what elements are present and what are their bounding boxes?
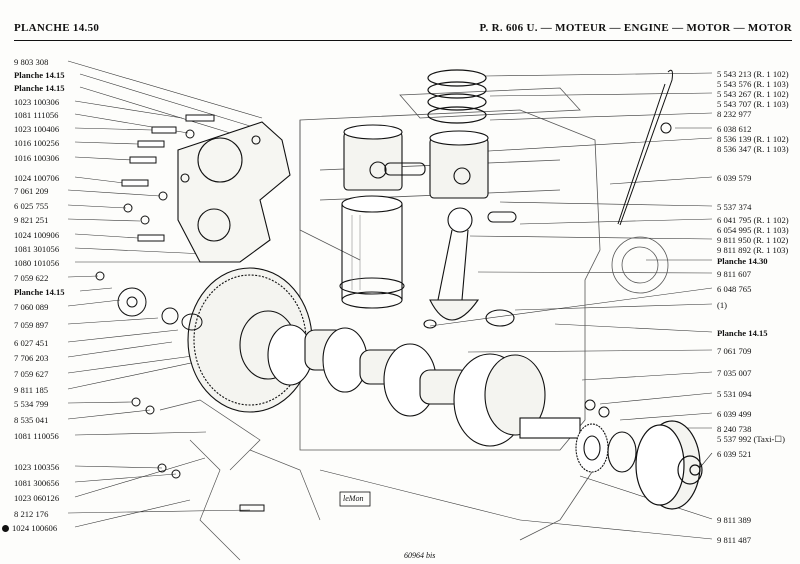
left-label: 1024 100706: [14, 173, 60, 183]
left-label: 5 534 799: [14, 399, 49, 409]
left-label: 6 025 755: [14, 201, 49, 211]
left-label: Planche 14.15: [14, 70, 65, 80]
crankshaft: [267, 324, 581, 447]
right-label: 5 543 707 (R. 1 103): [717, 99, 789, 109]
right-label: (1): [717, 300, 728, 310]
piston-rings: [427, 69, 487, 124]
crank-pulley: [635, 420, 703, 510]
left-label: Planche 14.15: [14, 83, 65, 93]
right-label: 8 536 347 (R. 1 103): [717, 144, 789, 154]
left-label: 7 060 089: [14, 302, 49, 312]
left-label: 1081 111056: [14, 110, 59, 120]
left-label: 1080 101056: [14, 258, 60, 268]
timing-gear: [575, 423, 637, 473]
right-label: 6 038 612: [717, 124, 752, 134]
right-label: 6 054 995 (R. 1 103): [717, 225, 789, 235]
bolts-upper: [121, 114, 215, 242]
dipstick: [617, 69, 673, 226]
right-label: 6 039 499: [717, 409, 752, 419]
right-label: 6 039 579: [717, 173, 752, 183]
cylinder-liner: [339, 195, 405, 309]
connecting-rod: [423, 207, 515, 329]
left-label: 7 061 209: [14, 186, 49, 196]
left-label: 1081 301056: [14, 244, 60, 254]
left-label: 6 027 451: [14, 338, 49, 348]
right-label: 5 537 374: [717, 202, 752, 212]
front-cover-plate: [177, 121, 291, 263]
pistons: [343, 124, 489, 199]
right-label: 9 811 892 (R. 1 103): [717, 245, 789, 255]
left-label: 8 535 041: [14, 415, 49, 425]
header-rule: [14, 40, 792, 41]
left-label: 1016 100256: [14, 138, 60, 148]
left-label: 7 059 622: [14, 273, 49, 283]
right-label: 7 035 007: [717, 368, 752, 378]
washers: [95, 122, 672, 512]
right-label: 8 232 977: [717, 109, 752, 119]
right-label: 9 811 950 (R. 1 102): [717, 235, 789, 245]
right-label: 9 811 607: [717, 269, 752, 279]
lower-sump: [159, 399, 321, 561]
right-label: 6 039 521: [717, 449, 752, 459]
left-label: 1081 300656: [14, 478, 60, 488]
left-label: 1081 110056: [14, 431, 59, 441]
right-label: 5 543 267 (R. 1 102): [717, 89, 789, 99]
right-label: 8 536 139 (R. 1 102): [717, 134, 789, 144]
right-label: 7 061 709: [717, 346, 752, 356]
right-label: 5 531 094: [717, 389, 752, 399]
left-label: 9 821 251: [14, 215, 49, 225]
right-label: 6 048 765: [717, 284, 752, 294]
right-label: 9 811 487: [717, 535, 752, 545]
right-label: 6 041 795 (R. 1 102): [717, 215, 789, 225]
left-label: 1024 100906: [14, 230, 60, 240]
right-label: 5 543 213 (R. 1 102): [717, 69, 789, 79]
right-label: 5 537 992 (Taxi-☐): [717, 434, 785, 444]
plate-number: 60964 bis: [404, 551, 436, 560]
artist-signature-text: leMon: [343, 494, 364, 503]
right-label: 5 543 576 (R. 1 103): [717, 79, 789, 89]
left-label: 7 059 897: [14, 320, 49, 330]
left-label: 1023 100306: [14, 97, 60, 107]
right-label: Planche 14.15: [717, 328, 768, 338]
left-label: 9 803 308: [14, 57, 49, 67]
plate-header-title: P. R. 606 U. — MOTEUR — ENGINE — MOTOR —…: [479, 22, 792, 34]
left-label: 7 706 203: [14, 353, 49, 363]
left-label: Planche 14.15: [14, 287, 65, 297]
left-label: 1023 060126: [14, 493, 60, 503]
right-label: Planche 14.30: [717, 256, 768, 266]
left-label: 1023 100406: [14, 124, 60, 134]
artist-signature: [339, 491, 371, 507]
right-label: 8 240 738: [717, 424, 752, 434]
left-leader-lines: [67, 60, 277, 528]
left-label: 1023 100356: [14, 462, 60, 472]
right-label: 9 811 389: [717, 515, 752, 525]
bullet-icon: [2, 525, 9, 532]
left-label: 9 811 185: [14, 385, 49, 395]
plate-header-left: PLANCHE 14.50: [14, 22, 100, 34]
left-label: 7 059 627: [14, 369, 49, 379]
left-label: 1016 100306: [14, 153, 60, 163]
left-label: 1024 100606: [2, 523, 57, 533]
left-label: 8 212 176: [14, 509, 49, 519]
